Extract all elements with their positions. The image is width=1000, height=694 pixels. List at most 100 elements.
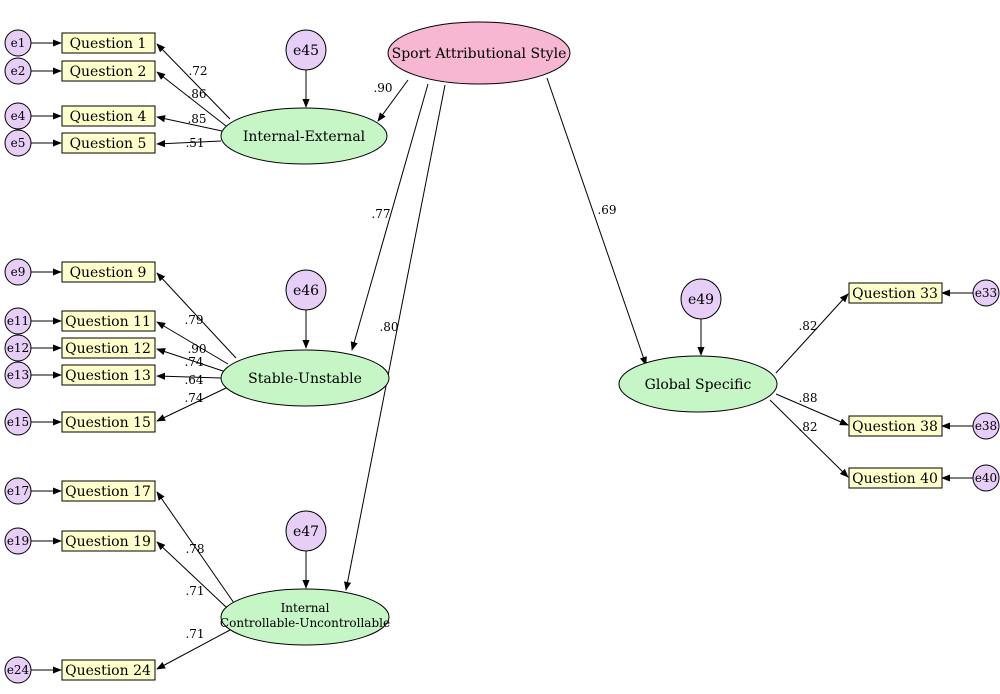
- error-e40: e40: [972, 464, 1000, 492]
- question-box-38: Question 38: [848, 415, 943, 437]
- arrow-top-ie: [377, 79, 409, 122]
- loading-q38: .88: [798, 391, 817, 405]
- factor-stable-unstable: Stable-Unstable: [220, 349, 390, 407]
- error-label: e19: [7, 534, 29, 548]
- error-label: e4: [11, 109, 26, 123]
- arrow-su-q12: [156, 348, 224, 372]
- arrow-top-icu: [344, 84, 446, 591]
- question-box-19: Question 19: [61, 530, 156, 552]
- question-label: Question 1: [70, 36, 147, 52]
- loading-q2: .86: [187, 87, 206, 101]
- factor-internal-controllable-uncontrollable: Internal Controllable-Uncontrollable: [220, 588, 390, 646]
- loading-q15: .74: [184, 391, 203, 405]
- question-label: Question 12: [65, 341, 151, 357]
- error-e4: e4: [4, 102, 32, 130]
- question-label: Question 2: [70, 64, 147, 80]
- loading-q40: .82: [798, 420, 817, 434]
- loading-q12: .74: [184, 355, 203, 369]
- loading-q5: .51: [185, 136, 204, 150]
- factor-label: Internal-External: [243, 129, 366, 145]
- question-label: Question 40: [852, 471, 938, 487]
- arrows: [31, 39, 973, 674]
- error-e11: e11: [4, 307, 32, 335]
- error-label: e24: [7, 663, 30, 677]
- question-label: Question 15: [65, 415, 151, 431]
- arrow-icu-q19: [156, 541, 227, 608]
- arrow-gs-q38: [775, 393, 849, 426]
- question-box-11: Question 11: [61, 310, 156, 332]
- error-label: e15: [7, 415, 29, 429]
- loading-q33: .82: [798, 319, 817, 333]
- error-e24: e24: [4, 656, 32, 684]
- error-label: e13: [7, 368, 29, 382]
- factor-global-specific: Global Specific: [618, 355, 778, 413]
- latent-factors: Sport Attributional Style Internal-Exter…: [220, 21, 778, 646]
- question-label: Question 5: [70, 136, 147, 152]
- error-e17: e17: [4, 477, 32, 505]
- question-label: Question 4: [70, 109, 147, 125]
- question-box-17: Question 17: [61, 480, 156, 502]
- latent-error-label: e47: [293, 524, 319, 540]
- error-label: e9: [11, 265, 26, 279]
- arrow-gs-q40: [769, 399, 849, 478]
- path-coef-gs: .69: [597, 203, 616, 217]
- error-e9: e9: [4, 258, 32, 286]
- path-coef-ie: .90: [373, 81, 392, 95]
- error-label: e12: [7, 341, 29, 355]
- path-coef-icu: .80: [379, 320, 398, 334]
- error-label: e38: [975, 419, 997, 433]
- error-label: e2: [11, 64, 26, 78]
- error-e15: e15: [4, 408, 32, 436]
- question-box-1: Question 1: [61, 32, 156, 54]
- question-box-12: Question 12: [61, 337, 156, 359]
- latent-error-label: e46: [293, 283, 319, 299]
- factor-label: Stable-Unstable: [248, 371, 362, 387]
- path-coef-su: .77: [371, 207, 390, 221]
- question-box-15: Question 15: [61, 411, 156, 433]
- error-e47: e47: [285, 510, 327, 552]
- loading-q24: .71: [185, 627, 204, 641]
- error-e45: e45: [285, 29, 327, 71]
- arrow-top-su: [350, 83, 429, 351]
- error-label: e33: [975, 286, 997, 300]
- loading-q4: .85: [187, 112, 206, 126]
- error-label: e11: [7, 314, 29, 328]
- error-label: e1: [11, 36, 26, 50]
- arrow-su-q9: [156, 272, 237, 359]
- loading-q13: .64: [184, 373, 203, 387]
- factor-label-line1: Internal: [281, 601, 330, 615]
- error-e2: e2: [4, 57, 32, 85]
- arrow-top-gs: [546, 77, 647, 366]
- question-box-2: Question 2: [61, 60, 156, 82]
- loading-q11: .90: [187, 342, 206, 356]
- loading-q17: .78: [185, 542, 204, 556]
- error-terms: e1 e2 e4 e5 e9 e11 e12 e13 e15 e17 e19 e…: [4, 29, 1000, 684]
- arrow-su-q11: [156, 321, 229, 365]
- arrow-ie-q5: [156, 140, 222, 148]
- error-label: e5: [11, 136, 26, 150]
- loading-q9: .79: [184, 313, 203, 327]
- error-e5: e5: [4, 129, 32, 157]
- question-box-24: Question 24: [61, 659, 156, 681]
- question-label: Question 11: [65, 314, 151, 330]
- question-box-5: Question 5: [61, 132, 156, 154]
- question-box-9: Question 9: [61, 261, 156, 283]
- factor-sport-attributional-style: Sport Attributional Style: [387, 21, 571, 85]
- error-e49: e49: [680, 278, 722, 320]
- question-box-33: Question 33: [848, 282, 943, 304]
- question-label: Question 13: [65, 368, 151, 384]
- factor-internal-external: Internal-External: [220, 107, 388, 165]
- question-label: Question 38: [852, 419, 938, 435]
- error-e33: e33: [972, 279, 1000, 307]
- question-label: Question 33: [852, 286, 938, 302]
- arrow-ie-q1: [156, 43, 231, 120]
- error-label: e17: [7, 484, 29, 498]
- arrow-icu-q24: [156, 629, 231, 670]
- error-e38: e38: [972, 412, 1000, 440]
- arrow-icu-q17: [156, 491, 235, 604]
- error-e12: e12: [4, 334, 32, 362]
- error-e46: e46: [285, 269, 327, 311]
- coefficients: .72 .86 .85 .51 .79 .90 .74 .64 .74 .78 …: [184, 64, 817, 641]
- question-box-13: Question 13: [61, 364, 156, 386]
